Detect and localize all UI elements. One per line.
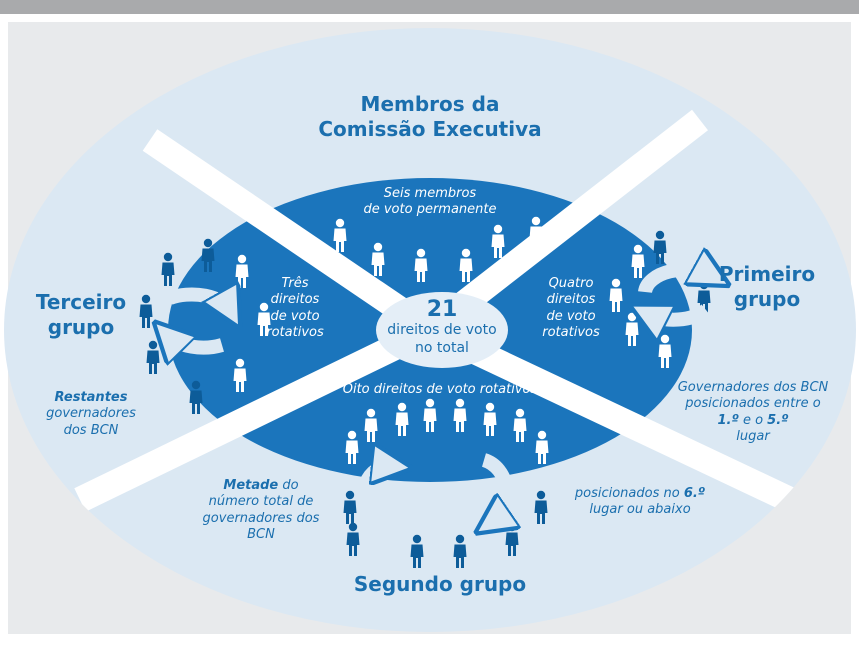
second-left-line2: número total de — [208, 494, 314, 510]
second-right-positioned: posicionados no — [574, 486, 684, 501]
divider-ne — [422, 109, 708, 341]
permanent-members-text: Seis membros de voto permanente — [340, 186, 520, 219]
divider-stripes — [74, 109, 796, 512]
divider-nw — [142, 129, 438, 341]
second-right-rank: 6.º — [683, 486, 706, 501]
committee-title-line2: Comissão Executiva — [318, 117, 542, 141]
total-votes: 21 direitos de voto no total — [376, 297, 508, 357]
second-right-line1: posicionados no 6.º — [570, 486, 710, 502]
second-left-line4: BCN — [247, 526, 275, 542]
third-group-label-line1: Terceiro — [35, 290, 127, 314]
third-desc-line3: dos BCN — [63, 422, 119, 438]
first-desc-line2: posicionados entre o — [685, 396, 821, 412]
second-left-line3: governadores dos — [202, 510, 320, 526]
second-group-label: Segundo grupo — [353, 572, 527, 596]
first-desc-rank-start: 1.º — [717, 412, 739, 428]
third-group-label: Terceiro grupo — [26, 290, 136, 340]
permanent-members-line1: Seis membros — [383, 186, 477, 201]
second-right-line2: lugar ou abaixo — [589, 502, 691, 518]
third-desc-line2: governadores — [46, 406, 136, 422]
divider-se — [424, 318, 796, 512]
first-rights-line1: Quatro — [548, 276, 594, 291]
third-group-description: Restantes governadores dos BCN — [36, 390, 146, 439]
rotation-arrow-third-group — [167, 294, 230, 310]
first-rights-line2: direitos — [546, 292, 596, 308]
second-group-rights-text: Oito direitos de voto rotativos — [342, 382, 538, 397]
first-group-label-line1: Primeiro — [718, 262, 816, 286]
top-band — [0, 0, 859, 14]
total-votes-number: 21 — [426, 297, 458, 322]
rotation-arrow-second-group-left — [356, 466, 392, 523]
committee-title-line1: Membros da — [360, 92, 500, 116]
first-desc-and: e o — [738, 412, 768, 428]
first-group-rights-text: Quatro direitos de voto rotativos — [528, 276, 614, 341]
second-left-half: Metade — [223, 478, 279, 493]
rotation-arrow-third-group-2 — [168, 336, 224, 348]
third-desc-line1: Restantes — [54, 390, 128, 405]
third-rights-line4: rotativos — [266, 324, 324, 340]
third-rights-line3: de voto — [270, 308, 320, 324]
first-group-description: Governadores dos BCN posicionados entre … — [668, 380, 838, 445]
third-group-label-line2: grupo — [47, 315, 115, 339]
first-group-label: Primeiro grupo — [712, 262, 822, 312]
first-rights-line4: rotativos — [542, 324, 600, 340]
first-desc-line3: 1.º e o 5.º — [668, 413, 838, 429]
permanent-members-line2: de voto permanente — [363, 202, 497, 218]
second-group-right-note: posicionados no 6.º lugar ou abaixo — [570, 486, 710, 519]
first-desc-line4: lugar — [736, 428, 770, 444]
total-votes-line1: direitos de voto — [387, 322, 497, 339]
rotation-arrow-first-group — [638, 270, 712, 294]
first-rights-line3: de voto — [546, 308, 596, 324]
first-desc-line1: Governadores dos BCN — [677, 380, 829, 395]
rotation-arrows — [168, 270, 712, 522]
committee-title: Membros da Comissão Executiva — [300, 92, 560, 142]
total-votes-line2: no total — [415, 339, 469, 356]
third-rights-line1: Três — [281, 276, 309, 291]
first-desc-rank-end: 5.º — [767, 412, 789, 428]
second-left-of: do — [278, 478, 299, 493]
second-left-line1: Metade do — [196, 478, 326, 494]
rotation-arrow-first-group-2 — [648, 310, 711, 320]
rotation-arrow-second-group-right — [484, 453, 506, 522]
third-group-rights-text: Três direitos de voto rotativos — [255, 276, 335, 341]
second-group-left-note: Metade do número total de governadores d… — [196, 478, 326, 543]
center-ellipse — [376, 292, 508, 368]
third-rights-line2: direitos — [270, 292, 320, 308]
divider-sw — [74, 318, 436, 512]
first-group-label-line2: grupo — [733, 287, 801, 311]
